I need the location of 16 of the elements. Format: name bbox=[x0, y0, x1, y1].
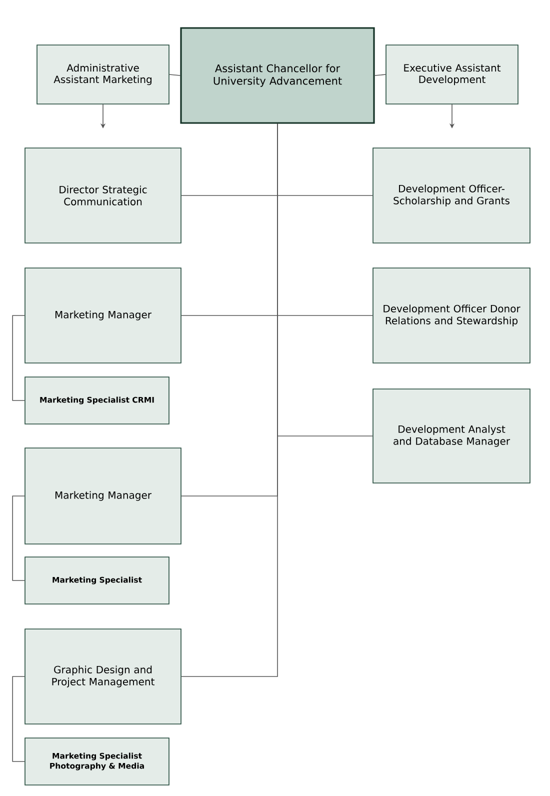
process-box: Administrative Assistant Marketing bbox=[36, 44, 170, 104]
connector bbox=[12, 496, 25, 581]
process-box: Marketing Manager bbox=[24, 448, 182, 544]
process-box: Director Strategic Communication bbox=[24, 148, 182, 244]
process-box: Graphic Design and Project Management bbox=[24, 628, 182, 724]
connector bbox=[181, 123, 278, 677]
connector bbox=[374, 74, 386, 76]
process-box: Development Analyst and Database Manager bbox=[372, 388, 530, 484]
process-box: Executive Assistant Development bbox=[386, 44, 518, 104]
connector bbox=[12, 676, 25, 762]
process-box: Assistant Chancellor for University Advancement bbox=[180, 27, 375, 124]
process-box: Development Officer-Scholarship and Grants bbox=[372, 148, 530, 244]
process-box: Marketing Manager bbox=[24, 268, 182, 364]
connector bbox=[12, 315, 25, 401]
process-box: Development Officer Donor Relations and Stewardship bbox=[372, 268, 530, 364]
connector bbox=[169, 74, 181, 76]
